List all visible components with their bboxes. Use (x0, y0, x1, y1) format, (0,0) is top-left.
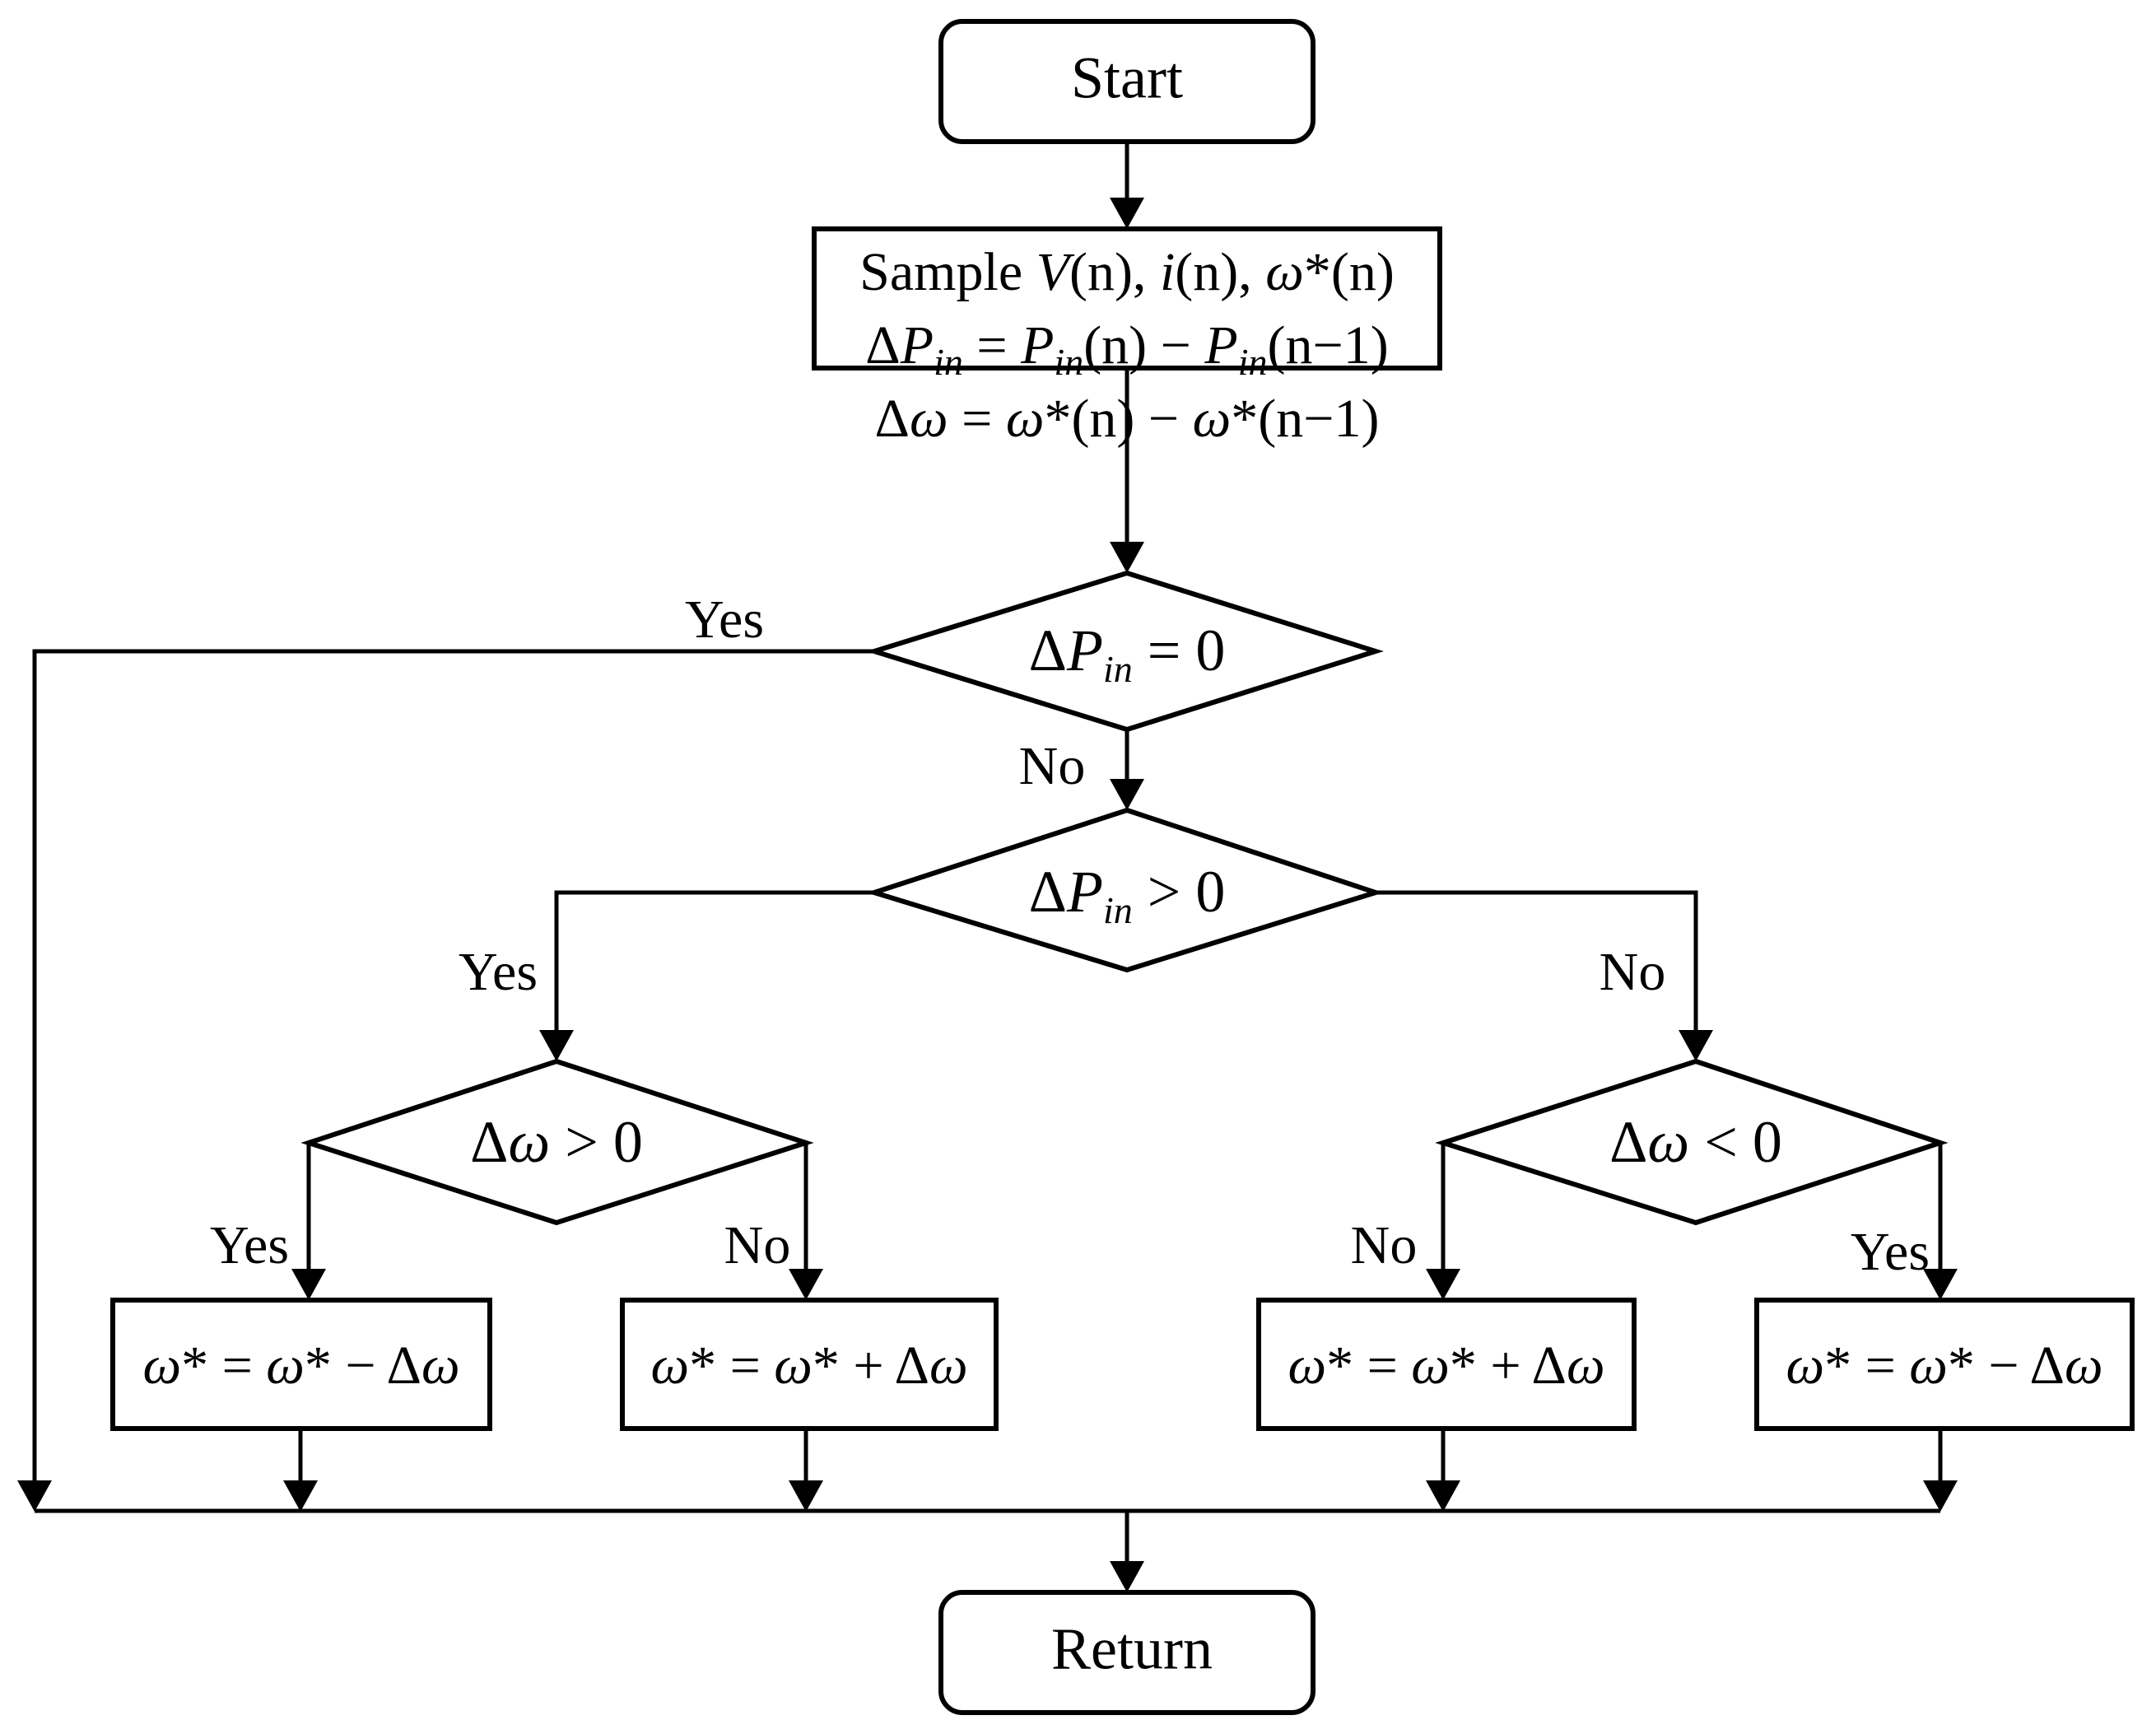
action-box-3: ω* = ω* + Δω (1256, 1298, 1637, 1431)
arrowhead (1110, 542, 1144, 573)
arrowhead (1923, 1269, 1958, 1300)
edge-labels: Yes No Yes No Yes No No Yes (210, 590, 1930, 1282)
action-3-label: ω* = ω* + Δω (1288, 1335, 1604, 1396)
decision-3-label: Δω > 0 (470, 1109, 643, 1175)
return-label: Return (1051, 1616, 1213, 1682)
decision-2-label: ΔPin > 0 (1029, 859, 1226, 931)
action-4-label: ω* = ω* − Δω (1786, 1335, 2102, 1396)
action-box-4: ω* = ω* − Δω (1754, 1298, 2135, 1431)
arrowhead (1110, 1561, 1144, 1592)
action-2-label: ω* = ω* + Δω (650, 1335, 967, 1396)
edge-d2-yes (554, 890, 874, 1036)
edge-label-d3-no: No (724, 1215, 791, 1275)
sample-process-box: Sample V(n), i(n), ω*(n) ΔPin = Pin(n) −… (812, 226, 1442, 449)
arrowhead (1426, 1269, 1460, 1300)
decision-dpin-equals-zero: ΔPin = 0 (865, 570, 1384, 733)
start-terminal: Start (938, 19, 1315, 144)
decision-4-label: Δω < 0 (1609, 1109, 1782, 1175)
arrowhead (789, 1269, 823, 1300)
return-terminal: Return (938, 1590, 1315, 1715)
arrowhead (1923, 1480, 1958, 1512)
arrowhead (789, 1480, 823, 1512)
decision-dw-less-zero: Δω < 0 (1435, 1058, 1949, 1226)
arrowhead (1110, 198, 1144, 229)
edge-label-d4-yes: Yes (1851, 1222, 1930, 1282)
arrowhead (1679, 1030, 1713, 1061)
connectors (32, 142, 1943, 1564)
edge-label-d1-no: No (1019, 736, 1086, 796)
arrowhead (283, 1480, 318, 1512)
edge-label-d2-yes: Yes (459, 942, 538, 1002)
arrowheads (17, 198, 1958, 1592)
decision-dw-greater-zero: Δω > 0 (300, 1058, 814, 1226)
edge-d1-yes-bypass (32, 649, 874, 1482)
sample-line-2: ΔPin = Pin(n) − Pin(n−1) (865, 315, 1388, 383)
arrowhead (17, 1480, 52, 1512)
decision-dpin-greater-zero: ΔPin > 0 (866, 807, 1384, 973)
edge-label-d1-yes: Yes (685, 590, 764, 650)
action-1-label: ω* = ω* − Δω (142, 1335, 459, 1396)
edge-label-d4-no: No (1351, 1215, 1418, 1275)
start-label: Start (1071, 45, 1183, 111)
decision-1-label: ΔPin = 0 (1029, 618, 1226, 690)
arrowhead (1426, 1480, 1460, 1512)
arrowhead (539, 1030, 574, 1061)
arrowhead (1110, 779, 1144, 810)
edge-label-d2-no: No (1600, 942, 1666, 1002)
sample-line-1: Sample V(n), i(n), ω*(n) (859, 242, 1395, 302)
action-box-1: ω* = ω* − Δω (110, 1298, 492, 1431)
edge-label-d3-yes: Yes (210, 1215, 289, 1275)
action-box-2: ω* = ω* + Δω (620, 1298, 999, 1431)
edge-d2-no (1376, 890, 1698, 1036)
sample-line-3: Δω = ω*(n) − ω*(n−1) (875, 389, 1380, 449)
arrowhead (291, 1269, 326, 1300)
